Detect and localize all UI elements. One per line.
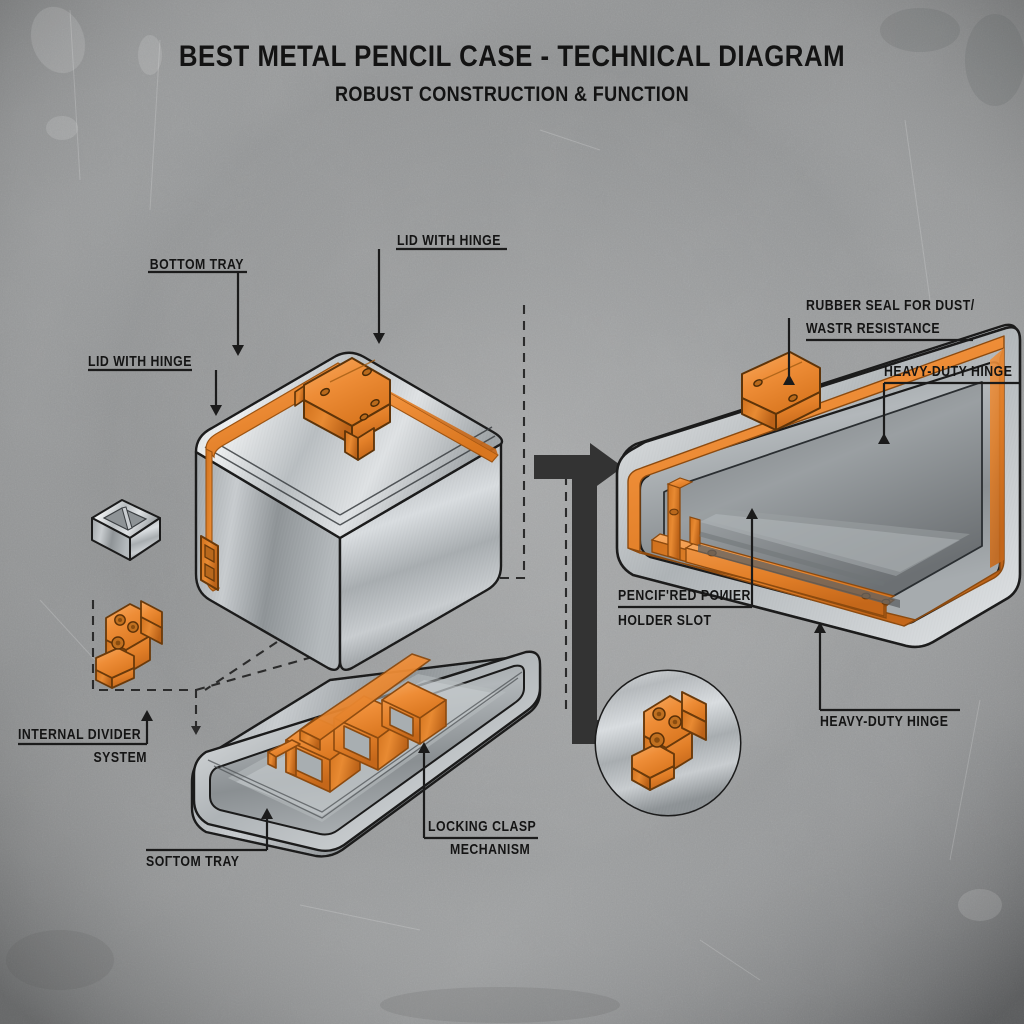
label-heavy-duty-hinge-bottom: HEAVY-DUTY HINGE [820, 713, 949, 730]
guide-arrowhead-2 [191, 726, 201, 735]
label-bottom-tray-bottom: SOΓTOM TRAY [146, 853, 240, 870]
label-rubber-seal-line2: WASTR RESISTANCE [806, 320, 941, 337]
locking-clasp-closed-case [200, 535, 219, 591]
label-internal-divider-line1: INTERNAL DIVIDER [18, 726, 142, 743]
label-pencil-holder-line1: PENCIF'RED POИIER [618, 587, 751, 604]
process-arrow [534, 443, 634, 744]
label-rubber-seal-line1: RUBBER SEAL FOR DUST/ [806, 297, 975, 314]
assembly-guide-lines [91, 305, 568, 735]
divider-cup-detail [91, 499, 161, 561]
callout-leaders [18, 247, 1020, 852]
hinge-detail-left [95, 600, 163, 689]
label-heavy-duty-hinge-top: HEAVY-DUTY HINGE [884, 363, 1013, 380]
open-case [615, 323, 1022, 649]
hinge-open-case [741, 351, 821, 431]
label-internal-divider-line2: SYSTEM [93, 749, 147, 766]
hinge-zoom-circle [594, 669, 742, 817]
label-pencil-holder-line2: HOLDER SLOT [618, 612, 712, 629]
hinge-closed-case [294, 357, 391, 461]
label-lid-with-hinge-top: LID WITH HINGE [397, 232, 501, 249]
bottom-tray [190, 650, 542, 858]
page-title: BEST METAL PENCIL CASE - TECHNICAL DIAGR… [178, 40, 846, 73]
label-locking-clasp-line2: MECHANISM [450, 841, 531, 858]
callout-arrowheads [141, 333, 890, 819]
label-bottom-tray-top: BOTTOM TRAY [149, 256, 244, 273]
label-locking-clasp-line1: LOCKING CLASP [428, 818, 537, 835]
page-subtitle: ROBUST CONSTRUCTION & FUNCTION [335, 83, 689, 106]
label-lid-with-hinge-left: LID WITH HINGE [88, 353, 192, 370]
closed-case [194, 351, 504, 671]
internal-divider-system [267, 653, 447, 793]
